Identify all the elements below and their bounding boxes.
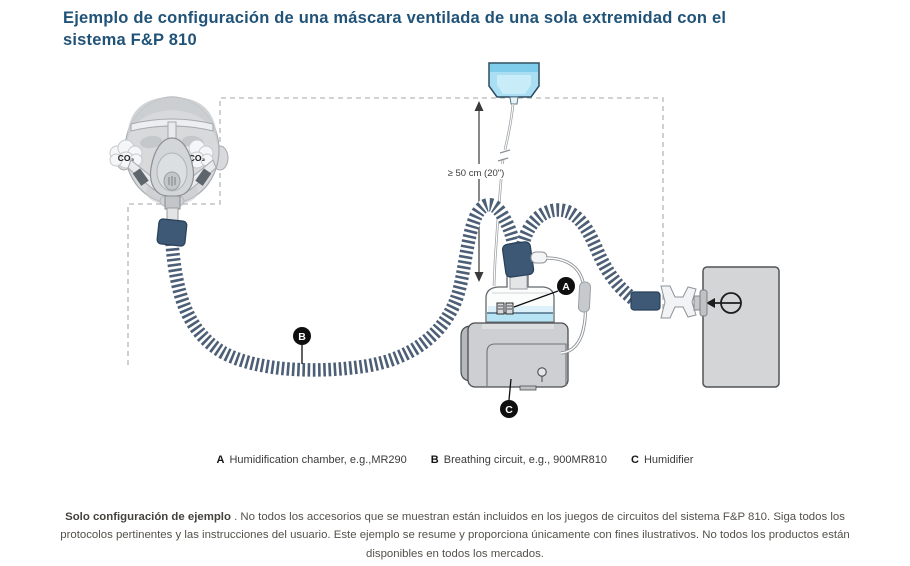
legend-text-c: Humidifier <box>643 454 694 466</box>
mask-tube-connector <box>156 218 188 247</box>
arrowhead-down <box>474 272 484 282</box>
legend-key-b: B <box>430 454 439 466</box>
water-bag <box>488 62 540 105</box>
arrowhead-up <box>474 101 484 111</box>
label-b: B <box>298 331 306 343</box>
chamber-water <box>487 313 553 322</box>
chamber-elbow-assembly <box>501 241 592 355</box>
callout-a: A <box>513 277 575 308</box>
bag-spike <box>509 96 519 105</box>
legend-key-c: C <box>631 454 639 466</box>
legend-text-a: Humidification chamber, e.g.,MR290 <box>229 454 407 466</box>
circuit-end-connector <box>630 291 661 311</box>
footnote-body: . No todos los accesorios que se muestra… <box>60 511 850 560</box>
breathing-circuit-limb-1 <box>165 198 521 377</box>
humidifier-top-ledge <box>482 324 554 329</box>
page-title: Ejemplo de configuración de una máscara … <box>63 9 727 49</box>
legend-item-c: C Humidifier <box>631 454 693 466</box>
legend-item-b: B Breathing circuit, e.g., 900MR810 <box>431 454 607 466</box>
legend-key-a: A <box>216 454 225 466</box>
measurement-label: ≥ 50 cm (20") <box>448 168 505 179</box>
legend: A Humidification chamber, e.g.,MR290 B Bre… <box>0 454 910 466</box>
left-eye-shadow <box>140 135 162 149</box>
height-measurement: ≥ 50 cm (20") <box>443 101 509 282</box>
ventilator-connector-assembly <box>630 285 708 319</box>
humidifier-foot <box>519 385 537 391</box>
hair-shading <box>127 97 217 142</box>
co2-label-left: CO₂ <box>118 153 135 163</box>
co2-label-right: CO₂ <box>189 153 206 163</box>
humidifier-indicator <box>537 367 547 377</box>
mask-elbow <box>164 195 181 210</box>
probe-luer <box>530 251 548 264</box>
swivel-adapter <box>660 285 697 319</box>
label-a: A <box>562 281 570 293</box>
humidifier-base <box>460 322 569 391</box>
legend-item-a: A Humidification chamber, e.g.,MR290 <box>217 454 407 466</box>
label-c: C <box>505 404 513 416</box>
footnote: Solo configuración de ejemplo . No todos… <box>45 508 865 563</box>
breathing-circuit-limb-2 <box>515 203 641 307</box>
elbow-connector <box>501 241 535 278</box>
outlet-flange <box>699 289 708 317</box>
footnote-bold-lead: Solo configuración de ejemplo <box>65 511 231 523</box>
humidifier-front-panel <box>486 343 567 386</box>
water-bag-cap <box>490 64 538 72</box>
ventilated-mask <box>127 118 217 222</box>
line-break-mark <box>499 149 511 154</box>
ventilator-box <box>702 266 780 388</box>
left-strap-clip <box>132 168 149 186</box>
gas-outlet-icon <box>706 292 742 314</box>
legend-text-b: Breathing circuit, e.g., 900MR810 <box>443 454 607 466</box>
chamber-floats <box>496 302 514 315</box>
probe-line-sleeve <box>577 281 592 313</box>
callout-b: B <box>293 327 311 364</box>
chamber-water-upper <box>488 306 553 313</box>
callout-c: C <box>500 378 518 418</box>
right-strap-clip <box>195 168 212 186</box>
